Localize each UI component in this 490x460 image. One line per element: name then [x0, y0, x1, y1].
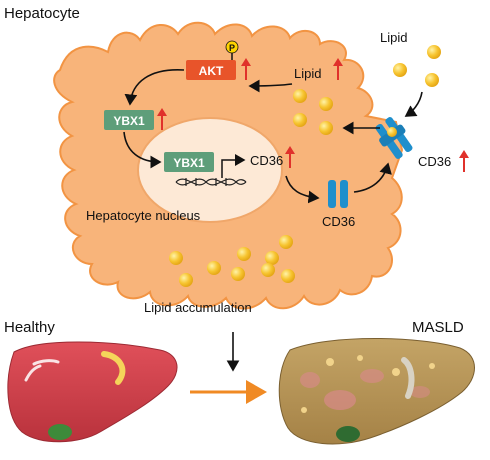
cd36-membrane-label: CD36	[418, 154, 451, 169]
page-title: Hepatocyte	[4, 5, 80, 22]
lipid-droplet-icon	[231, 267, 245, 281]
receptor-icon	[328, 180, 348, 208]
lipid-droplet-icon	[427, 45, 441, 59]
lipid-droplet-icon	[319, 97, 333, 111]
nucleus-label: Hepatocyte nucleus	[86, 208, 201, 223]
liver-icon	[7, 341, 178, 443]
ybx1-cytoplasm-box	[104, 110, 154, 130]
up-arrow-icon	[241, 58, 251, 80]
ybx1-nucleus-label: YBX1	[173, 156, 205, 170]
up-arrow-icon	[157, 108, 167, 130]
lipid-to-akt-arrow	[248, 79, 293, 93]
phosphate-icon	[225, 40, 239, 54]
up-arrow-icon	[459, 150, 469, 172]
lipid-droplet-icon	[237, 247, 251, 261]
akt-to-ybx1-arrow	[124, 69, 185, 106]
lipid-external-label: Lipid	[380, 30, 407, 45]
receptor-to-membrane-arrow	[353, 162, 392, 193]
lipid-droplet-icon	[425, 73, 439, 87]
liver-icon	[278, 338, 475, 445]
lipid-droplet-icon	[293, 113, 307, 127]
ybx1-to-nucleus-arrow	[123, 131, 162, 169]
gene-to-receptor-arrow	[285, 175, 320, 204]
lipid-droplet-icon	[261, 263, 275, 277]
lipid-internal-label: Lipid	[294, 66, 321, 81]
up-arrow-icon	[333, 58, 343, 80]
phospho-label: P	[229, 43, 235, 53]
lipid-droplet-icon	[393, 63, 407, 77]
lipid-droplet-icon	[387, 127, 397, 137]
lipid-uptake-arrow	[404, 91, 423, 117]
up-arrow-icon	[285, 146, 295, 168]
healthy-label: Healthy	[4, 319, 55, 336]
lipid-droplet-icon	[265, 251, 279, 265]
lipid-droplet-icon	[319, 121, 333, 135]
lipid-droplet-icon	[179, 273, 193, 287]
transcription-arrow	[221, 154, 246, 178]
lipid-droplet-icon	[281, 269, 295, 283]
lipid-droplet-icon	[207, 261, 221, 275]
ybx1-cytoplasm-label: YBX1	[113, 114, 145, 128]
cd36-internal-label: CD36	[322, 214, 355, 229]
ybx1-nucleus-box	[164, 152, 214, 172]
akt-label: AKT	[199, 64, 224, 78]
akt-box	[186, 60, 236, 80]
masld-label: MASLD	[412, 319, 464, 336]
lipid-droplet-icon	[279, 235, 293, 249]
lipid-droplet-icon	[169, 251, 183, 265]
cd36-gene-label: CD36	[250, 153, 283, 168]
lipid-accumulation-label: Lipid accumulation	[144, 300, 252, 315]
lipid-droplet-icon	[293, 89, 307, 103]
dna-icon	[175, 178, 247, 186]
